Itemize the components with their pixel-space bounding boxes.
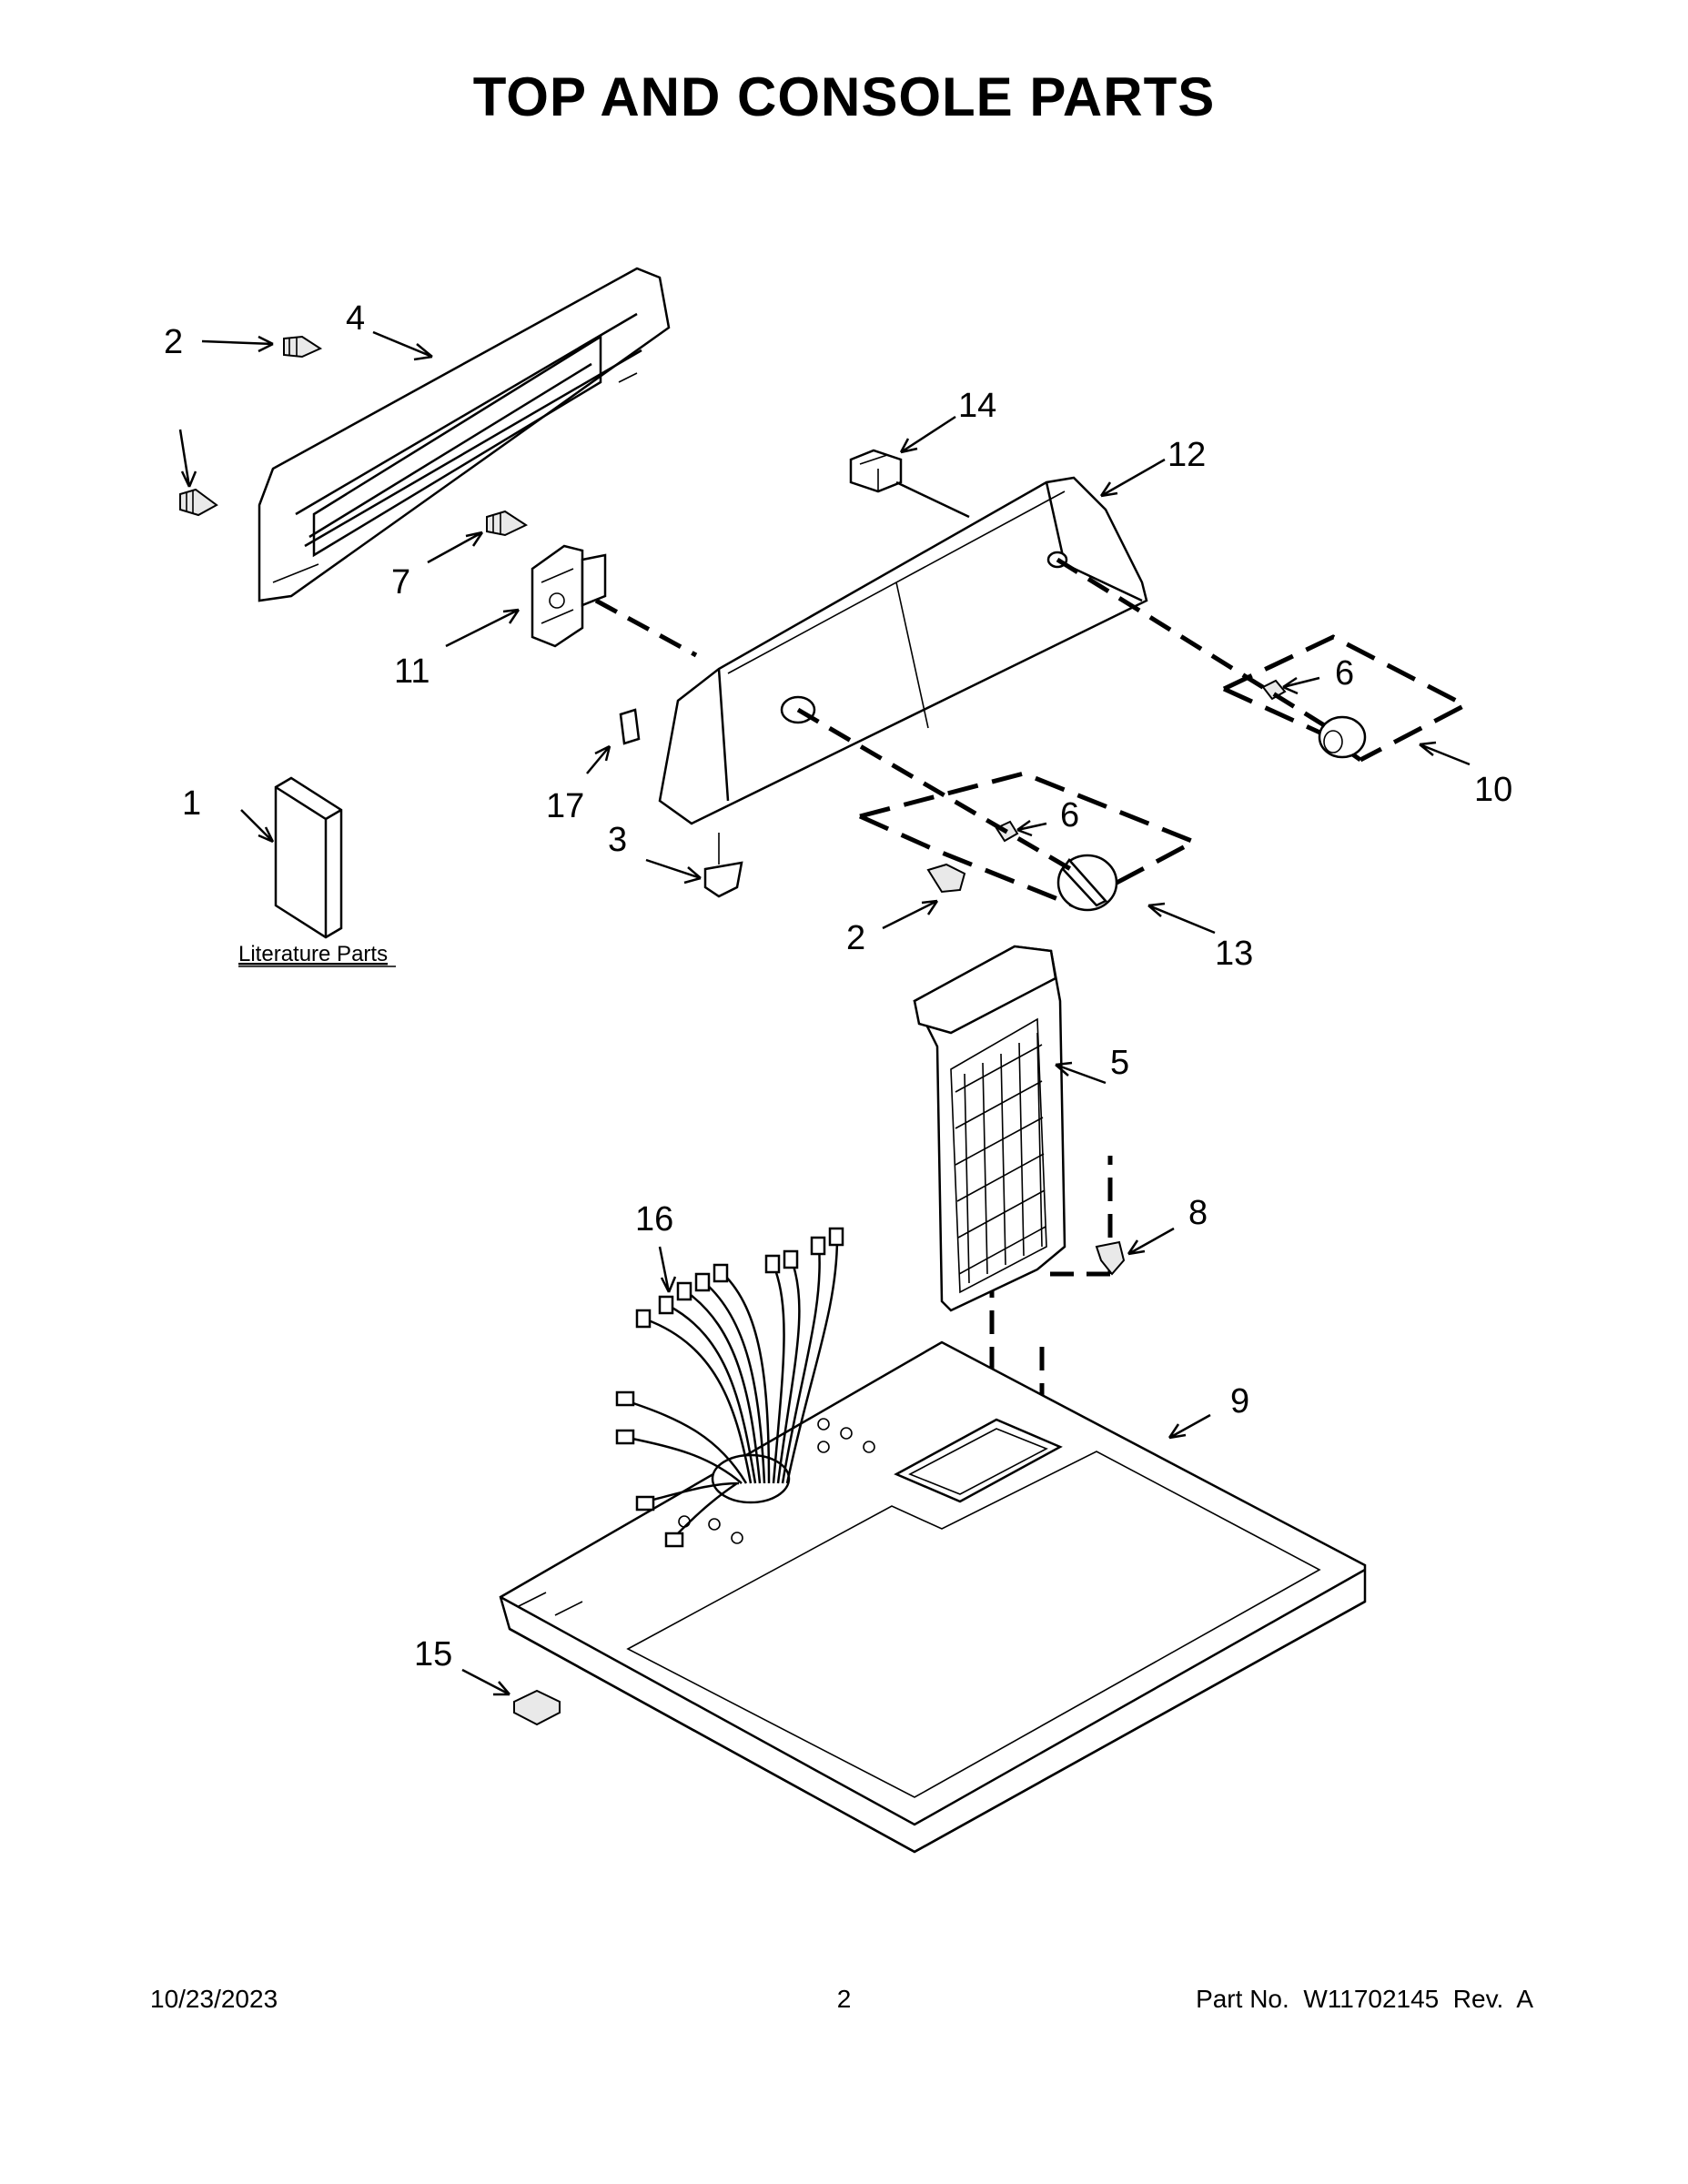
screw-part-2-left-lower [179,488,218,517]
callout-6-center: 6 [1060,796,1079,834]
callout-11: 11 [394,652,430,691]
screw-part-7 [486,510,529,537]
harness-clip-part-3 [703,861,743,898]
callout-13: 13 [1215,935,1253,973]
footer-part-number: Part No. W11702145 Rev. A [1196,1985,1533,2013]
top-panel-part-9 [499,1340,1367,1854]
screw-part-2-left-upper [283,335,323,359]
module-part-14 [849,449,903,493]
callout-labels: 4 2 7 11 14 12 6 10 6 17 1 3 2 13 5 8 16… [164,299,1512,1673]
footer-date: 10/23/2023 [150,1985,278,2013]
clip-part-17 [619,708,641,745]
literature-parts-label: Literature Parts [238,942,388,966]
wire-harness-part-16 [615,1227,844,1548]
screw-part-8 [1095,1240,1126,1276]
leader-arrows [178,330,1471,1696]
callout-14: 14 [958,387,996,425]
callout-1: 1 [182,784,201,823]
callout-7: 7 [391,563,410,602]
alignment-lines [594,480,1330,1483]
callout-5: 5 [1110,1044,1129,1082]
callout-9: 9 [1230,1382,1249,1421]
knob-part-10 [1318,715,1367,759]
callout-3: 3 [608,821,627,859]
callout-10: 10 [1474,771,1512,809]
switch-bracket-part-11 [531,544,607,648]
control-panel-part-4 [258,267,671,602]
console-part-12 [658,476,1148,864]
callout-17: 17 [546,787,584,825]
callout-16: 16 [635,1200,673,1239]
spring-clip-part-6-right [1261,679,1287,701]
timer-knob-part-13 [1056,854,1118,912]
callout-4: 4 [346,299,365,338]
callout-2-lower: 2 [846,919,865,957]
footer-page-number: 2 [836,1985,852,2013]
knob-assembly-box-13 [858,771,1199,908]
literature-part-1: Literature Parts [238,776,396,967]
page-title: TOP AND CONSOLE PARTS [472,66,1216,127]
callout-12: 12 [1167,436,1206,474]
callout-2-upper: 2 [164,323,183,361]
pad-part-15 [513,1689,561,1726]
screw-part-2-console [926,863,966,894]
callout-6-right: 6 [1335,654,1354,693]
callout-15: 15 [414,1635,452,1673]
lint-screen-part-5 [913,945,1066,1312]
callout-8: 8 [1188,1194,1208,1232]
